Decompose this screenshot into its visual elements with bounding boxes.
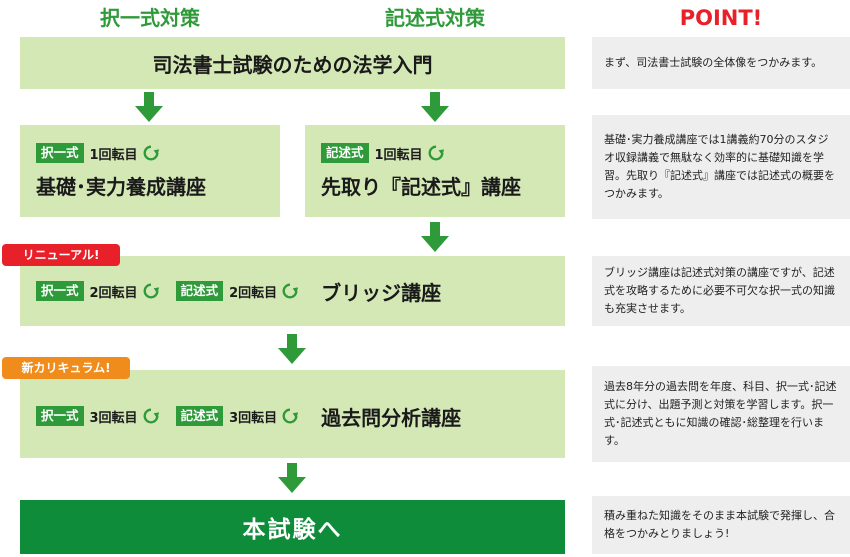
round-count: 1回転目 xyxy=(89,147,138,163)
down-arrow-icon xyxy=(421,222,449,252)
step2-left-meta: 択一式 1回転目 xyxy=(36,143,280,163)
round-count: 1回転目 xyxy=(374,147,423,163)
step2-point: 基礎･実力養成講座では1講義約70分のスタジオ収録講義で無駄なく効率的に基礎知識… xyxy=(592,115,850,219)
cycle-arrow-icon xyxy=(428,145,444,161)
step3-title: ブリッジ講座 xyxy=(321,280,442,305)
round-count: 2回転目 xyxy=(89,285,138,301)
step5-point-text: 積み重ねた知識をそのまま本試験で発揮し、合格をつかみとりましょう! xyxy=(604,509,835,540)
round-count: 3回転目 xyxy=(229,410,278,426)
cycle-arrow-icon xyxy=(282,283,299,299)
step2-right-meta: 記述式 1回転目 xyxy=(321,143,565,163)
down-arrow-icon xyxy=(421,92,449,122)
down-arrow-icon xyxy=(135,92,163,122)
final-exam-title: 本試験へ xyxy=(242,517,343,543)
step3-box: 択一式 2回転目 記述式 2回転目 ブリッジ講座 xyxy=(20,256,565,326)
cycle-arrow-icon xyxy=(143,145,159,161)
step2-point-text: 基礎･実力養成講座では1講義約70分のスタジオ収録講義で無駄なく効率的に基礎知識… xyxy=(604,133,835,200)
round-count: 2回転目 xyxy=(229,285,278,301)
header-point: POINT! xyxy=(679,6,763,30)
step1-box: 司法書士試験のための法学入門 xyxy=(20,37,565,89)
step4-row: 択一式 3回転目 記述式 3回転目 過去問分析講座 xyxy=(36,370,461,462)
step2-left-title: 基礎･実力養成講座 xyxy=(36,175,206,199)
step4-title: 過去問分析講座 xyxy=(321,405,462,430)
tag-written: 記述式 xyxy=(321,143,369,163)
step3-row: 択一式 2回転目 記述式 2回転目 ブリッジ講座 xyxy=(36,256,441,326)
tag-multiple-choice: 択一式 xyxy=(36,143,84,163)
cycle-arrow-icon xyxy=(143,408,159,424)
step1-point: まず、司法書士試験の全体像をつかみます。 xyxy=(592,37,850,89)
final-exam-box: 本試験へ xyxy=(20,500,565,554)
cycle-arrow-icon xyxy=(143,283,159,299)
tag-multiple-choice: 択一式 xyxy=(36,281,84,301)
step2-left-box: 択一式 1回転目 基礎･実力養成講座 xyxy=(20,125,280,217)
tag-written: 記述式 xyxy=(175,281,224,301)
step2-right-title: 先取り『記述式』講座 xyxy=(321,175,521,199)
down-arrow-icon xyxy=(278,334,306,364)
new-curriculum-badge: 新カリキュラム! xyxy=(2,357,130,379)
tag-multiple-choice: 択一式 xyxy=(36,406,84,426)
step2-right-box: 記述式 1回転目 先取り『記述式』講座 xyxy=(305,125,565,217)
step4-point-text: 過去8年分の過去問を年度、科目、択一式･記述式に分け、出題予測と対策を学習します… xyxy=(604,380,837,447)
header-multiple-choice: 択一式対策 xyxy=(100,6,200,30)
header-written: 記述式対策 xyxy=(385,6,485,30)
step4-box: 択一式 3回転目 記述式 3回転目 過去問分析講座 xyxy=(20,370,565,458)
renewal-badge: リニューアル! xyxy=(2,244,120,266)
step5-point: 積み重ねた知識をそのまま本試験で発揮し、合格をつかみとりましょう! xyxy=(592,496,850,554)
round-count: 3回転目 xyxy=(89,410,138,426)
step3-point-text: ブリッジ講座は記述式対策の講座ですが、記述式を攻略するために必要不可欠な択一式の… xyxy=(604,266,835,315)
step3-point: ブリッジ講座は記述式対策の講座ですが、記述式を攻略するために必要不可欠な択一式の… xyxy=(592,256,850,326)
step1-title: 司法書士試験のための法学入門 xyxy=(152,52,433,77)
cycle-arrow-icon xyxy=(282,408,299,424)
tag-written: 記述式 xyxy=(175,406,224,426)
step1-point-text: まず、司法書士試験の全体像をつかみます。 xyxy=(604,56,823,69)
step4-point: 過去8年分の過去問を年度、科目、択一式･記述式に分け、出題予測と対策を学習します… xyxy=(592,366,850,462)
down-arrow-icon xyxy=(278,463,306,493)
